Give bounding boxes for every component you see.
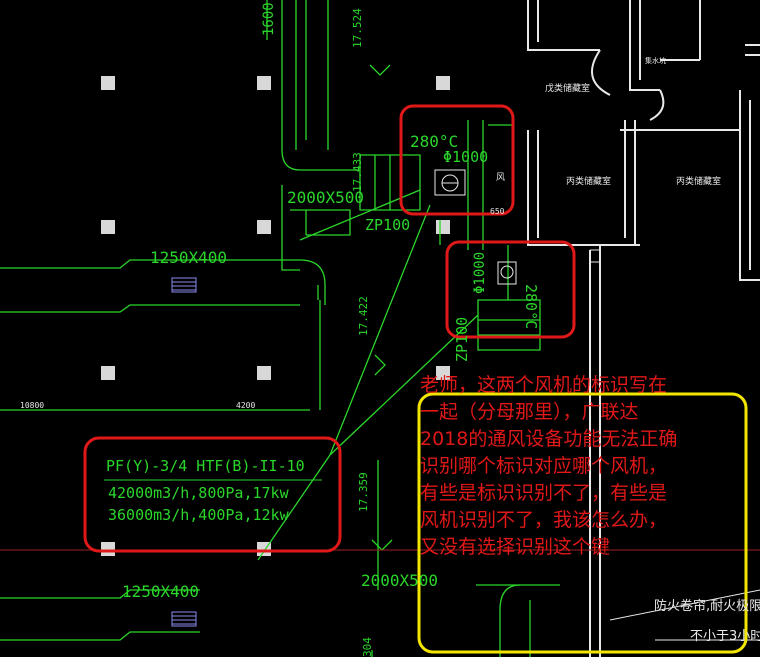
room-label-c: 丙类储藏室 (676, 177, 722, 187)
highlight-fan-bottom (445, 240, 576, 339)
room-label-a: 戊类储藏室 (545, 84, 591, 94)
building-walls (527, 0, 760, 657)
equipment-spec-2: 36000m3/h,400Pa,12kw (108, 506, 289, 524)
fan-symbols (434, 169, 517, 285)
highlight-question-note (417, 392, 748, 654)
note-line: 2018的通风设备功能无法正确 (420, 428, 678, 450)
room-label-small: 集水坑 (645, 57, 666, 65)
duct-label-1250x400-top: 1250X400 (150, 248, 228, 267)
dim-17433: 17.433 (351, 152, 364, 192)
room-label-b: 丙类储藏室 (566, 177, 612, 187)
note-line: 一起（分母那里），广联达 (420, 401, 639, 423)
dim-17524: 17.524 (351, 8, 364, 48)
dim-304: 304 (361, 637, 374, 657)
fan-bottom-diameter: Φ1000 (472, 251, 488, 294)
highlight-equipment-label (83, 436, 342, 553)
dim-650: 650 (490, 207, 505, 216)
fire-shutter-note: 防火卷帘,耐火极限 (654, 599, 760, 614)
fan-top-diameter: Φ1000 (443, 148, 489, 166)
equipment-model: PF(Y)-3/4 HTF(B)-II-10 (106, 457, 305, 475)
dim-17359: 17.359 (357, 472, 370, 512)
note-line: 老师，这两个风机的标识写在 (420, 374, 668, 396)
note-line: 又没有选择识别这个键 (420, 536, 611, 558)
fan-bottom-zp: ZP100 (453, 316, 471, 362)
duct-label-2000x500-bottom: 2000X500 (361, 571, 439, 590)
note-line: 有些是标识识别不了，有些是 (420, 482, 668, 504)
duct-network (0, 0, 560, 657)
question-note: 老师，这两个风机的标识写在 一起（分母那里），广联达 2018的通风设备功能无法… (420, 372, 750, 561)
equipment-spec-1: 42000m3/h,800Pa,17kw (108, 484, 289, 502)
dim-1600: 1600 (261, 2, 277, 36)
grilles (171, 277, 197, 627)
note-line: 风机识别不了，我该怎么办， (420, 509, 668, 531)
dim-10800: 10800 (20, 401, 45, 410)
dim-17422: 17.422 (357, 296, 370, 336)
fan-side-label: 风 (496, 173, 506, 183)
fan-bottom-temp: 280°C (522, 284, 540, 330)
note-line: 识别哪个标识对应哪个风机， (420, 455, 668, 477)
duct-label-1250x400-bottom: 1250X400 (122, 582, 200, 601)
fan-top-temp: 280°C (410, 132, 459, 151)
fire-shutter-note-2: 不小于3小时 (690, 629, 760, 644)
duct-label-2000x500: 2000X500 (287, 188, 365, 207)
fan-top-zp: ZP100 (365, 216, 411, 234)
dim-4200: 4200 (236, 401, 256, 410)
highlight-fan-top (399, 104, 515, 216)
